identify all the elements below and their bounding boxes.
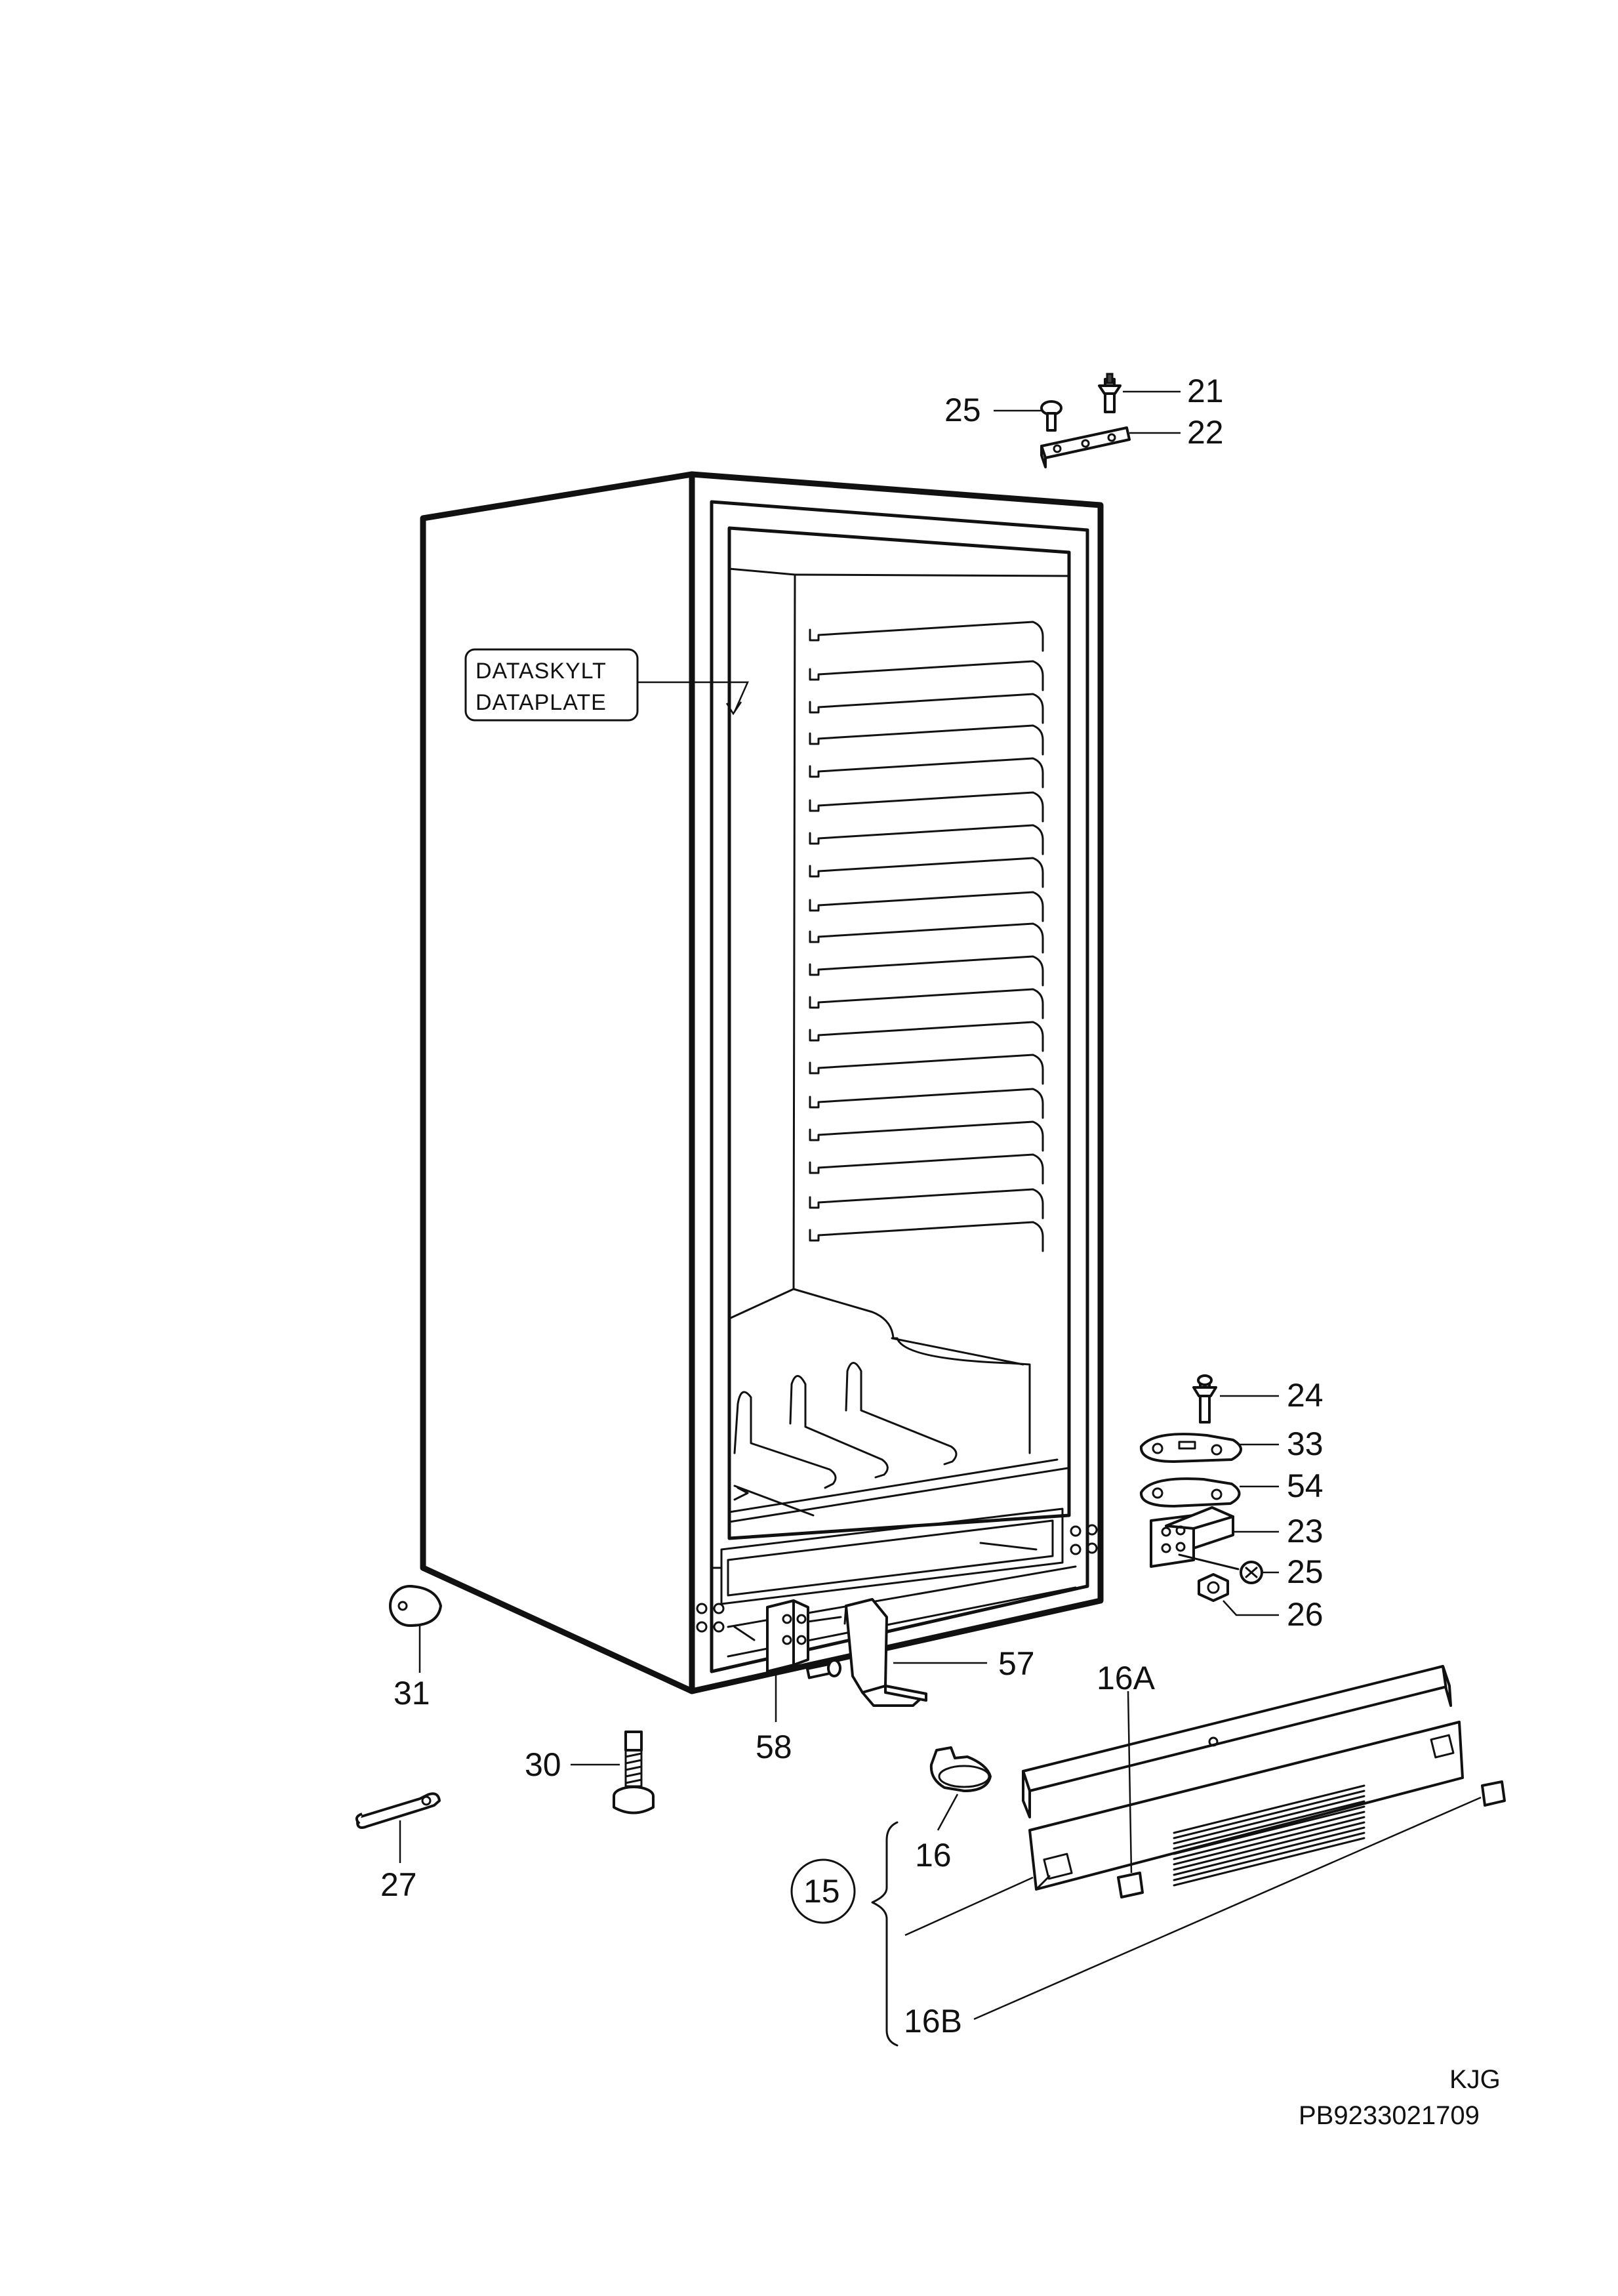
shelf-support	[809, 1153, 1044, 1185]
part-25-screw-mid: 25	[1178, 1553, 1324, 1590]
label-31: 31	[394, 1675, 430, 1712]
grille-vent	[1173, 1837, 1365, 1887]
grille-vent	[1173, 1805, 1365, 1855]
part-22-hinge-plate: 22	[1040, 414, 1224, 468]
grille-vent	[1173, 1826, 1365, 1876]
shelf-support	[809, 988, 1044, 1019]
cabinet	[420, 471, 1104, 1694]
label-21: 21	[1187, 373, 1224, 409]
label-26: 26	[1287, 1596, 1324, 1633]
grille-vents	[1173, 1784, 1365, 1887]
shelf-support	[809, 791, 1044, 823]
label-27: 27	[380, 1866, 417, 1903]
label-33: 33	[1287, 1425, 1324, 1462]
part-54-washer: 54	[1139, 1467, 1324, 1507]
shelf-support	[809, 1088, 1044, 1119]
grille-vent	[1173, 1784, 1365, 1834]
label-23: 23	[1287, 1513, 1324, 1549]
shelf-support	[809, 955, 1044, 987]
shelf-support	[809, 724, 1044, 756]
shelf-support	[809, 1021, 1044, 1052]
part-57-foot-bracket: 57	[843, 1598, 1035, 1707]
part-23-hinge-bracket: 23	[1150, 1506, 1324, 1568]
shelf-support	[809, 1054, 1044, 1085]
grille-vent	[1173, 1800, 1365, 1850]
grille-vent	[1173, 1821, 1365, 1871]
grille-vent	[1173, 1790, 1365, 1839]
grille-vent	[1173, 1811, 1365, 1860]
part-21-pin: 21	[1098, 373, 1224, 413]
grille-assembly: 16A 16B 15	[790, 1660, 1506, 2047]
part-24-pin: 24	[1192, 1374, 1324, 1424]
shelf-support	[809, 824, 1044, 855]
part-30-adjustable-foot: 30	[525, 1731, 655, 1814]
label-58: 58	[756, 1729, 792, 1765]
bottom-compartment	[696, 1507, 1098, 1658]
label-16a: 16A	[1097, 1660, 1156, 1696]
shelf-supports	[809, 621, 1044, 1252]
footer-code: KJG	[1449, 2065, 1501, 2094]
shelf-support	[809, 621, 1044, 652]
part-33-washer: 33	[1139, 1425, 1324, 1463]
evaporator-tubes	[728, 1362, 1069, 1523]
shelf-support	[809, 693, 1044, 724]
shelf-support	[809, 1188, 1044, 1220]
part-26-nut: 26	[1198, 1573, 1324, 1633]
label-16: 16	[915, 1837, 952, 1874]
grille-vent	[1173, 1832, 1365, 1881]
label-15: 15	[803, 1873, 840, 1910]
part-27-wrench: 27	[355, 1792, 441, 1903]
label-16b: 16B	[904, 2003, 962, 2040]
data-plate-line2: DATAPLATE	[475, 690, 607, 715]
label-30: 30	[525, 1746, 561, 1783]
label-22: 22	[1187, 414, 1224, 451]
shelf-support	[809, 922, 1044, 954]
data-plate-line1: DATASKYLT	[475, 659, 607, 684]
label-25-mid: 25	[1287, 1553, 1324, 1590]
label-54: 54	[1287, 1467, 1324, 1504]
grille-vent	[1173, 1795, 1365, 1845]
label-57: 57	[998, 1645, 1035, 1682]
label-24: 24	[1287, 1377, 1324, 1414]
label-25-top: 25	[944, 392, 981, 428]
part-16-clip: 16	[915, 1746, 992, 1874]
part-25-screw-top: 25	[944, 392, 1062, 432]
data-plate-callout: DATASKYLT DATAPLATE	[464, 648, 749, 722]
part-58-bottom-hinge: 58	[733, 1599, 842, 1765]
shelf-support	[809, 660, 1044, 691]
shelf-support	[809, 891, 1044, 922]
footer-drawing-number: PB9233021709	[1299, 2101, 1480, 2130]
shelf-support	[809, 1221, 1044, 1252]
shelf-support	[809, 857, 1044, 888]
grille-vent	[1173, 1816, 1365, 1866]
shelf-support	[809, 757, 1044, 789]
shelf-support	[809, 1120, 1044, 1152]
part-31-cap: 31	[389, 1585, 442, 1712]
